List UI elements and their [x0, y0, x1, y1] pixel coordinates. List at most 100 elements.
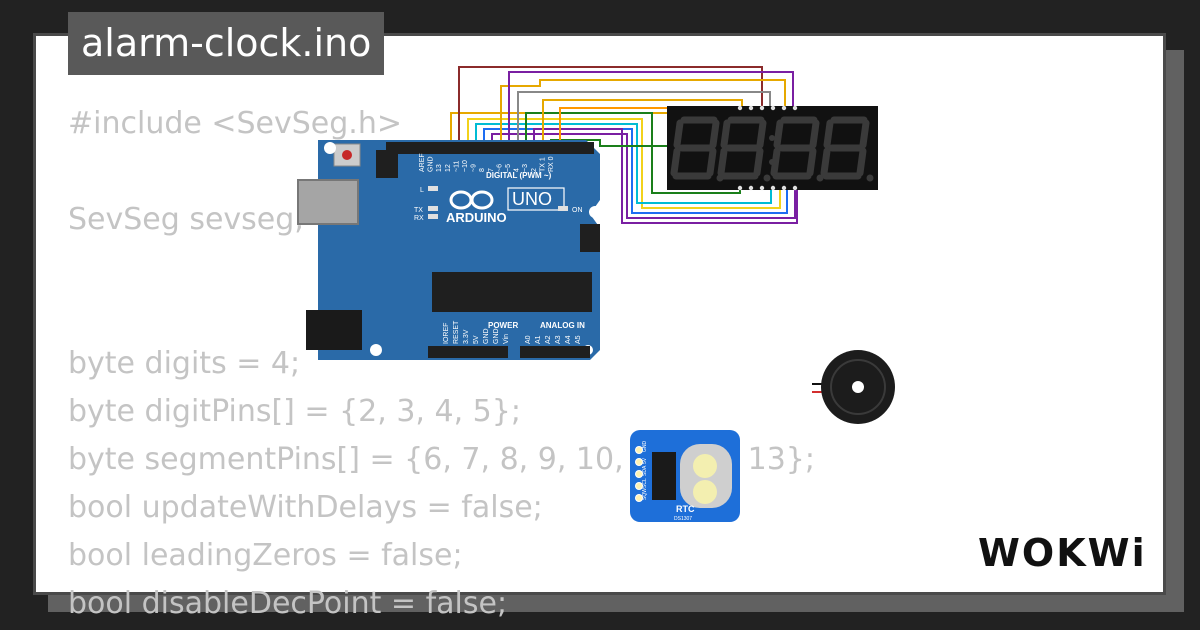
decimal-point [866, 174, 874, 182]
pin-label: TX 1 [539, 157, 546, 172]
rtc-chip [652, 452, 676, 500]
pin-label: 8 [479, 168, 486, 172]
pin-label: ~9 [471, 164, 478, 172]
pin-label: A4 [565, 335, 572, 344]
pin-label: A1 [535, 335, 542, 344]
led [428, 214, 438, 219]
wokwi-logo: WOKWi [978, 531, 1145, 575]
display-segment [709, 119, 720, 149]
code-line: #include <SevSeg.h> [68, 106, 402, 141]
rtc-pin [635, 494, 643, 502]
code-snippet: #include <SevSeg.h> SevSeg sevseg; byte … [68, 100, 815, 628]
decimal-point [816, 174, 824, 182]
code-line: bool updateWithDelays = false; [68, 490, 543, 525]
rtc-pin-label: SDA [642, 465, 648, 476]
usb-port [297, 179, 359, 225]
pin-label: A0 [525, 335, 532, 344]
rtc-pin [635, 470, 643, 478]
pin-label: ~11 [453, 161, 460, 172]
pin-label: ~3 [522, 164, 529, 172]
analog-header [520, 346, 590, 358]
code-line: bool disableDecPoint = false; [68, 586, 508, 621]
display-segment [673, 119, 684, 149]
colon-dot [769, 135, 775, 141]
rtc-pin-label: GND [642, 441, 648, 453]
code-line: SevSeg sevseg; [68, 202, 305, 237]
wire [467, 118, 781, 209]
code-line: byte digits = 4; [68, 346, 301, 381]
wire [517, 91, 771, 148]
display-pin [792, 105, 798, 111]
pin-label: GND [483, 328, 490, 344]
display-segment [756, 119, 767, 149]
wire [491, 133, 796, 219]
power-jack [306, 310, 362, 350]
display-segment [809, 119, 820, 149]
project-title: alarm-clock.ino [68, 12, 385, 75]
buzzer [812, 350, 895, 424]
display-segment [773, 119, 784, 149]
mount-hole [589, 206, 601, 218]
atmega-chip [432, 272, 592, 312]
display-segment [806, 147, 817, 177]
pin-label: A2 [545, 335, 552, 344]
display-pin [770, 185, 776, 191]
reset-button-cap [342, 150, 352, 160]
arduino-model: UNO [512, 189, 552, 209]
pin-label: 13 [436, 164, 443, 172]
l-label: L [420, 187, 424, 194]
wire [542, 99, 743, 148]
pin-label: ~10 [462, 160, 469, 172]
display-pin [781, 185, 787, 191]
led [428, 206, 438, 211]
decimal-point [763, 174, 771, 182]
pin-label: 3.3V [463, 329, 470, 344]
display-segment [706, 147, 717, 177]
display-pin [770, 105, 776, 111]
pin-label: A5 [575, 335, 582, 344]
display-segment [856, 147, 867, 177]
wires [450, 66, 798, 224]
pin-label: GND [493, 328, 500, 344]
display-segment [670, 147, 681, 177]
display-digits [670, 116, 874, 182]
rx-label: RX [414, 215, 424, 222]
icsp-header-2 [580, 224, 600, 252]
led [558, 206, 568, 211]
buzzer-ring [830, 359, 886, 415]
wire [475, 123, 772, 204]
wire [508, 71, 794, 148]
pin-label: 7 [488, 168, 495, 172]
arduino-brand: ARDUINO [446, 210, 507, 225]
pin-label: 2 [531, 168, 538, 172]
rtc-pin-label: SQW [642, 488, 648, 500]
display-pin [759, 185, 765, 191]
pin-label: ~5 [505, 164, 512, 172]
buzzer-hole [852, 381, 864, 393]
rtc-chip-label: DS1307 [674, 516, 692, 522]
pin-label: RX 0 [548, 156, 555, 172]
infinity-logo [449, 190, 494, 210]
display-segment [823, 119, 834, 149]
led [428, 186, 438, 191]
display-pin [737, 185, 743, 191]
on-label: ON [572, 207, 583, 214]
digital-label: DIGITAL (PWM ~) [486, 171, 552, 180]
rtc-battery [693, 480, 717, 504]
rtc-pin-label: SCL [642, 478, 648, 488]
wire [500, 79, 786, 148]
arduino-uno: DIGITAL (PWM ~) ARDUINO UNO ON L TX RX P… [297, 140, 601, 360]
display-segment [720, 119, 731, 149]
pin-label: RESET [453, 320, 460, 344]
seven-segment-display [667, 105, 878, 191]
pin-label: 12 [445, 164, 452, 172]
rtc-battery [693, 454, 717, 478]
display-segment [753, 147, 764, 177]
pin-label: GND [428, 156, 435, 172]
display-segment [820, 147, 831, 177]
pin-label: Vin [503, 334, 510, 344]
rtc-label: RTC [676, 504, 695, 514]
code-line: byte digitPins[] = {2, 3, 4, 5}; [68, 394, 521, 429]
